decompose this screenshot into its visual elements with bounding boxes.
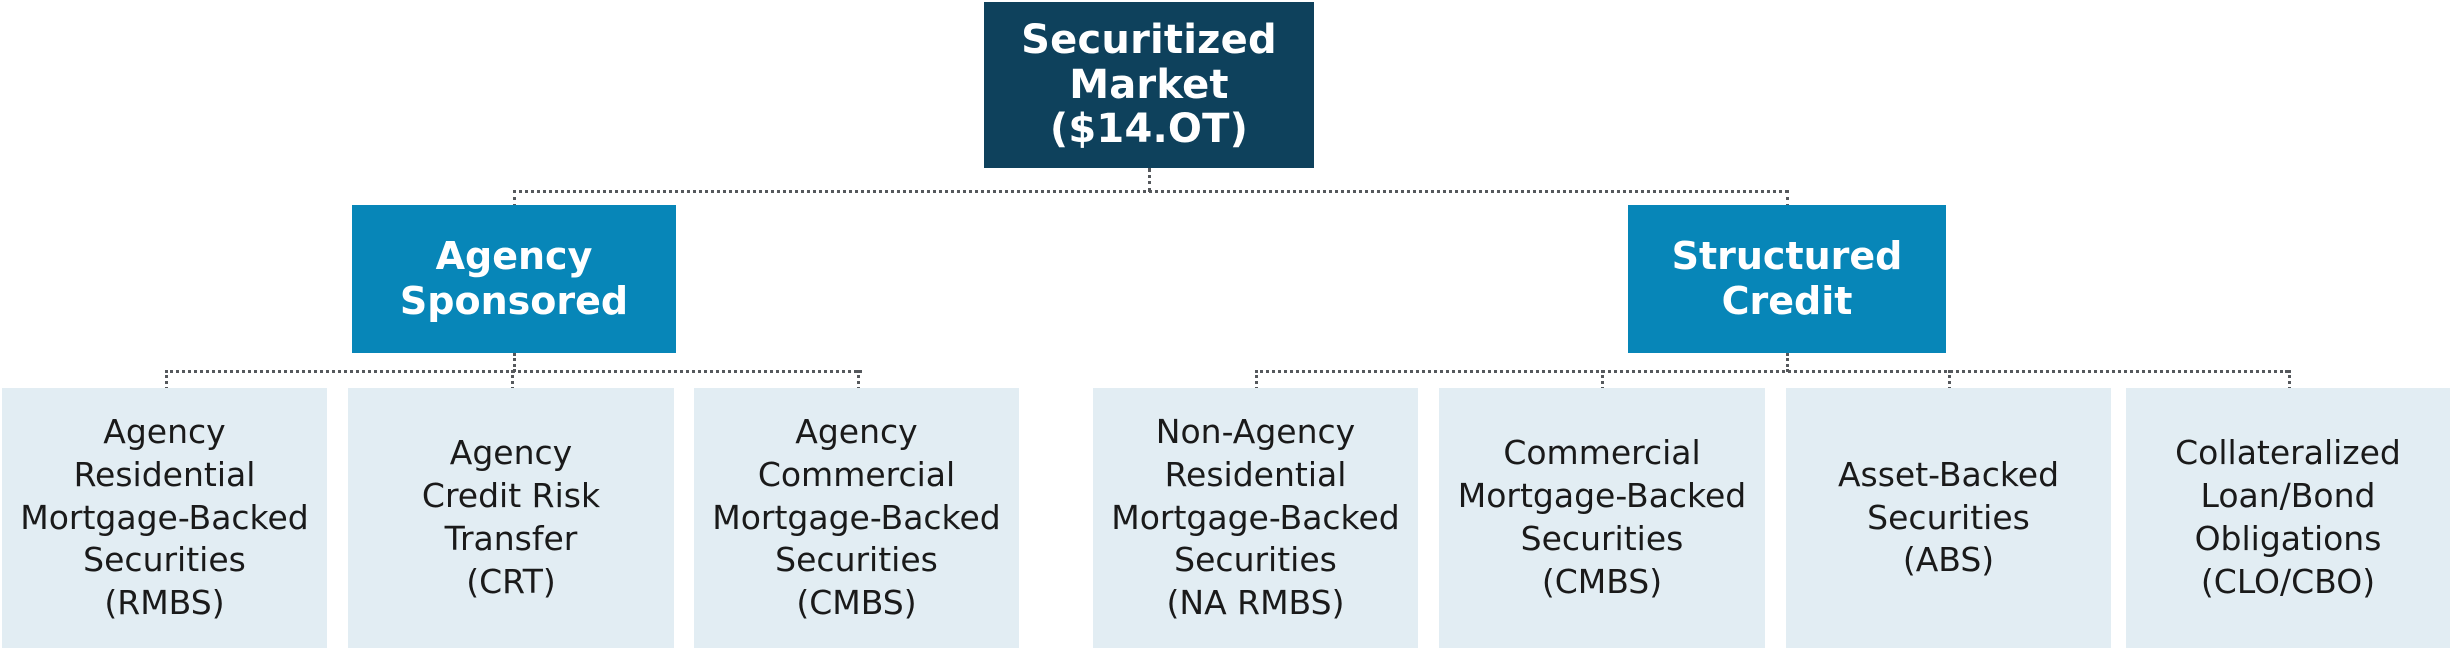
node-agency-cmbs: Agency Commercial Mortgage-Backed Securi…: [694, 388, 1019, 648]
node-clo-cbo-line-1: Collateralized: [2175, 433, 2401, 473]
connector-drop-agency-sponsored: [513, 190, 516, 207]
node-securitized-market-value: ($14.OT): [1049, 106, 1249, 153]
node-structured-credit: Structured Credit: [1628, 205, 1946, 353]
node-agency-crt-line-4: (CRT): [466, 561, 556, 601]
connector-structured-credit-stem: [1786, 353, 1789, 372]
node-agency-rmbs-line-1: Agency: [103, 411, 226, 451]
node-agency-sponsored: Agency Sponsored: [352, 205, 676, 353]
connector-drop-clo-cbo: [2288, 370, 2291, 390]
node-clo-cbo-line-4: (CLO/CBO): [2200, 561, 2376, 601]
node-na-rmbs-line-2: Residential: [1164, 454, 1347, 494]
connector-drop-agency-cmbs: [857, 370, 860, 390]
node-agency-cmbs-line-5: (CMBS): [796, 583, 917, 623]
node-structured-credit-line-2: Credit: [1721, 279, 1853, 323]
connector-drop-agency-crt: [511, 370, 514, 390]
node-na-rmbs-line-3: Mortgage-Backed: [1111, 497, 1400, 537]
node-agency-cmbs-line-2: Commercial: [757, 454, 956, 494]
connector-root-bus: [513, 190, 1788, 193]
node-agency-crt-line-1: Agency: [449, 433, 573, 473]
node-securitized-market-line-1: Securitized: [1021, 16, 1277, 63]
connector-drop-abs: [1948, 370, 1951, 390]
node-agency-sponsored-line-1: Agency: [435, 234, 593, 279]
connector-drop-structured-credit: [1786, 190, 1789, 207]
node-agency-crt: Agency Credit Risk Transfer (CRT): [348, 388, 674, 648]
node-abs-line-3: (ABS): [1902, 540, 1995, 580]
node-na-rmbs: Non-Agency Residential Mortgage-Backed S…: [1093, 388, 1418, 648]
node-agency-rmbs-line-2: Residential: [73, 454, 256, 494]
node-agency-crt-line-3: Transfer: [444, 519, 578, 558]
node-agency-sponsored-line-2: Sponsored: [399, 279, 629, 323]
connector-drop-cmbs: [1601, 370, 1604, 390]
node-na-rmbs-line-5: (NA RMBS): [1166, 583, 1345, 623]
node-na-rmbs-line-1: Non-Agency: [1155, 411, 1356, 451]
node-securitized-market: Securitized Market ($14.OT): [984, 2, 1314, 168]
node-agency-cmbs-line-4: Securities: [775, 540, 938, 580]
node-abs-line-2: Securities: [1867, 497, 2030, 537]
node-agency-rmbs-line-4: Securities: [83, 540, 246, 580]
node-agency-rmbs: Agency Residential Mortgage-Backed Secur…: [2, 388, 327, 648]
node-securitized-market-line-2: Market: [1069, 61, 1229, 108]
node-cmbs-line-4: (CMBS): [1541, 561, 1663, 601]
node-agency-crt-line-2: Credit Risk: [421, 476, 601, 516]
node-clo-cbo: Collateralized Loan/Bond Obligations (CL…: [2126, 388, 2450, 648]
node-cmbs-line-3: Securities: [1520, 519, 1684, 558]
node-agency-cmbs-line-1: Agency: [795, 411, 918, 451]
node-abs-line-1: Asset-Backed: [1837, 454, 2060, 494]
connector-drop-na-rmbs: [1255, 370, 1258, 390]
node-abs: Asset-Backed Securities (ABS): [1786, 388, 2111, 648]
connector-drop-agency-rmbs: [165, 370, 168, 390]
connector-structured-credit-bus: [1255, 370, 2288, 373]
node-clo-cbo-line-2: Loan/Bond: [2200, 476, 2376, 516]
node-agency-rmbs-line-5: (RMBS): [104, 583, 225, 623]
node-clo-cbo-line-3: Obligations: [2194, 519, 2382, 558]
node-cmbs-line-1: Commercial: [1503, 433, 1701, 473]
node-cmbs: Commercial Mortgage-Backed Securities (C…: [1439, 388, 1765, 648]
node-structured-credit-line-1: Structured: [1671, 234, 1903, 279]
node-cmbs-line-2: Mortgage-Backed: [1457, 476, 1747, 516]
node-agency-cmbs-line-3: Mortgage-Backed: [712, 497, 1001, 537]
connector-root-stem: [1148, 168, 1151, 192]
node-agency-rmbs-line-3: Mortgage-Backed: [20, 497, 309, 537]
node-na-rmbs-line-4: Securities: [1174, 540, 1337, 580]
connector-agency-sponsored-stem: [513, 353, 516, 372]
